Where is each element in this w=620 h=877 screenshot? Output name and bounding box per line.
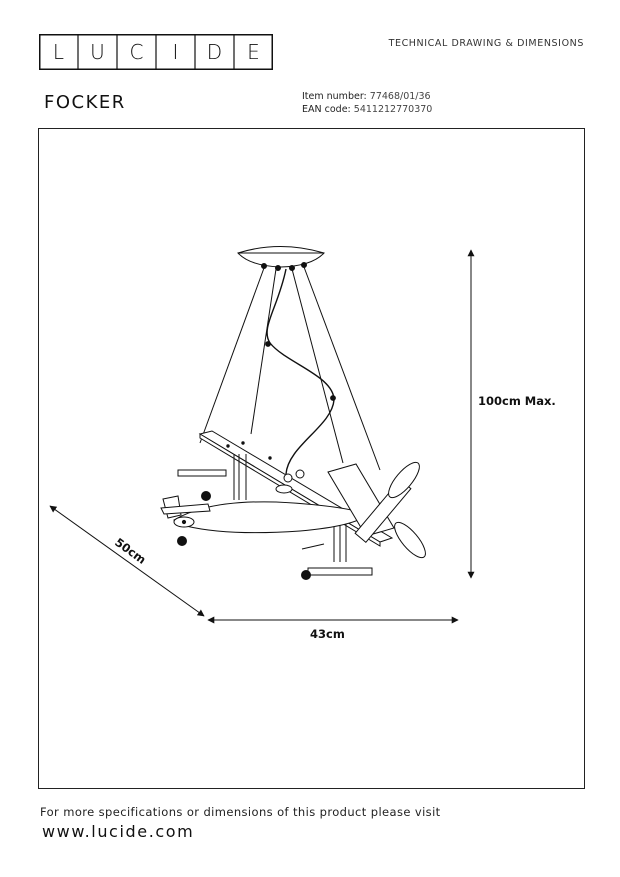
document-type-label: TECHNICAL DRAWING & DIMENSIONS (388, 38, 584, 49)
spec-text: For more specifications or dimensions of… (40, 805, 441, 819)
lower-wing (177, 469, 227, 477)
item-number-row: Item number: 77468/01/36 (302, 90, 432, 103)
suspension-wire (303, 266, 381, 471)
logo-letter-i: I (173, 40, 179, 64)
logo-letter-d: D (207, 40, 222, 64)
suspension-wire (250, 268, 277, 435)
logo-letter-e: E (247, 40, 260, 64)
biplane-pendant-drawing: 100cm Max. 43cm 50cm (49, 246, 556, 641)
logo-letter-l: L (53, 40, 64, 64)
logo-letter-c: C (130, 40, 144, 64)
product-meta: Item number: 77468/01/36 EAN code: 54112… (302, 90, 432, 116)
ean-value: 5411212770370 (353, 104, 433, 115)
wheel (177, 536, 187, 546)
logo-letter-u: U (90, 40, 105, 64)
ean-label: EAN code: (302, 104, 351, 115)
ean-row: EAN code: 5411212770370 (302, 103, 432, 116)
website-link[interactable]: www.lucide.com (42, 822, 195, 841)
item-number-label: Item number: (302, 91, 367, 102)
depth-dimension-label: 50cm (112, 535, 148, 567)
wheel (201, 491, 211, 501)
item-number-value: 77468/01/36 (369, 91, 431, 102)
suspension-wire (291, 268, 344, 464)
width-dimension-label: 43cm (310, 627, 345, 641)
drawing-frame (38, 128, 585, 789)
product-name: FOCKER (44, 92, 126, 113)
lucide-logo[interactable]: L U C I D E (39, 34, 273, 70)
power-cord (266, 268, 335, 475)
suspension-wire (199, 267, 265, 444)
wheel (301, 570, 311, 580)
ceiling-canopy (237, 246, 325, 268)
height-dimension-label: 100cm Max. (478, 394, 556, 408)
